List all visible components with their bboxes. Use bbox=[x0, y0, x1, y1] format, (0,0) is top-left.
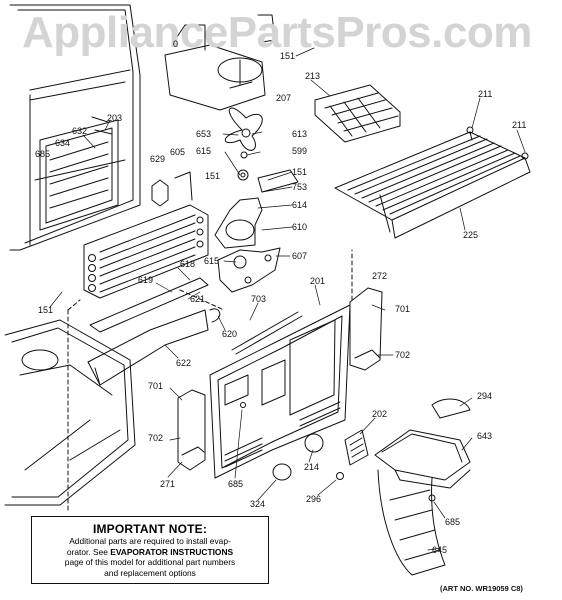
callout-703: 703 bbox=[251, 294, 267, 304]
callout-615-top: 615 bbox=[196, 146, 212, 156]
callout-645: 645 bbox=[432, 545, 448, 555]
light-cover-drawing bbox=[272, 429, 369, 481]
callout-622: 622 bbox=[176, 358, 192, 368]
evaporator-coil-drawing bbox=[83, 171, 209, 299]
watermark-logo: AppliancePartsPros.com bbox=[22, 8, 532, 57]
ice-tray-drawing bbox=[314, 84, 401, 143]
callout-685-top: 685 bbox=[35, 149, 51, 159]
callout-685-mid: 685 bbox=[228, 479, 244, 489]
important-note-line-1: Additional parts are required to install… bbox=[69, 536, 231, 546]
callout-599: 599 bbox=[292, 146, 308, 156]
cabinet-drawing bbox=[4, 4, 141, 506]
callout-621: 621 bbox=[190, 294, 206, 304]
important-note-line-3: page of this model for additional part n… bbox=[64, 557, 236, 567]
callout-0: 0 bbox=[173, 39, 179, 49]
callout-620: 620 bbox=[222, 329, 238, 339]
important-note-line-2-text: orator. See bbox=[66, 546, 111, 557]
callout-214: 214 bbox=[304, 462, 320, 472]
drain-trough-drawing bbox=[87, 277, 303, 386]
callout-203: 203 bbox=[107, 113, 123, 123]
callout-324: 324 bbox=[250, 499, 266, 509]
callout-607: 607 bbox=[292, 251, 308, 261]
callout-225: 225 bbox=[463, 230, 479, 240]
callout-643: 643 bbox=[477, 431, 493, 441]
freezer-shelf-drawing bbox=[334, 126, 531, 239]
right-duct-drawing bbox=[349, 287, 383, 371]
callout-leader-lines bbox=[49, 47, 526, 551]
callout-629: 629 bbox=[150, 154, 166, 164]
evaporator-instructions-link[interactable]: EVAPORATOR INSTRUCTIONS bbox=[110, 546, 234, 557]
fan-housing-drawing bbox=[164, 14, 276, 111]
callout-619: 619 bbox=[138, 275, 154, 285]
dashed-leader-lines bbox=[67, 249, 353, 511]
left-duct-drawing bbox=[177, 389, 206, 471]
callout-610: 610 bbox=[292, 222, 308, 232]
callout-272: 272 bbox=[372, 271, 388, 281]
fan-blade-drawing bbox=[224, 107, 263, 181]
callout-613: 613 bbox=[292, 129, 308, 139]
callout-294: 294 bbox=[477, 391, 493, 401]
callout-685-bottom: 685 bbox=[445, 517, 461, 527]
callout-151-left: 151 bbox=[38, 305, 54, 315]
callout-701-right: 701 bbox=[395, 304, 411, 314]
callout-701-left: 701 bbox=[148, 381, 164, 391]
callout-211-b: 211 bbox=[512, 120, 527, 130]
callout-213: 213 bbox=[305, 71, 321, 81]
callout-702-right: 702 bbox=[395, 350, 411, 360]
callout-653: 653 bbox=[196, 129, 212, 139]
callout-151-top: 151 bbox=[280, 51, 296, 61]
callout-634: 634 bbox=[55, 138, 71, 148]
callout-201: 201 bbox=[310, 276, 326, 286]
callout-151-mid-right: 151 bbox=[292, 167, 308, 177]
air-damper-drawing bbox=[374, 398, 471, 576]
evaporator-cover-drawing bbox=[209, 304, 351, 479]
important-note-title: IMPORTANT NOTE: bbox=[92, 522, 208, 536]
callout-296: 296 bbox=[306, 494, 322, 504]
callout-211-a: 211 bbox=[478, 89, 493, 99]
callout-151-mid-left: 151 bbox=[205, 171, 221, 181]
callout-605: 605 bbox=[170, 147, 186, 157]
important-note-line-4: and replacement options bbox=[104, 567, 196, 578]
art-number: (ART NO. WR19059 C8) bbox=[440, 584, 523, 593]
important-note-box: IMPORTANT NOTE: Additional parts are req… bbox=[31, 516, 269, 584]
callout-618: 618 bbox=[180, 259, 196, 269]
callout-615-bottom: 615 bbox=[204, 256, 220, 266]
callout-702-left: 702 bbox=[148, 433, 164, 443]
callout-207: 207 bbox=[276, 93, 292, 103]
callout-271: 271 bbox=[160, 479, 176, 489]
callout-202: 202 bbox=[372, 409, 388, 419]
callout-614: 614 bbox=[292, 200, 308, 210]
important-note-line-2: orator. See EVAPORATOR INSTRUCTIONS bbox=[32, 547, 268, 558]
callout-753: 753 bbox=[292, 182, 308, 192]
callout-632: 632 bbox=[72, 126, 88, 136]
